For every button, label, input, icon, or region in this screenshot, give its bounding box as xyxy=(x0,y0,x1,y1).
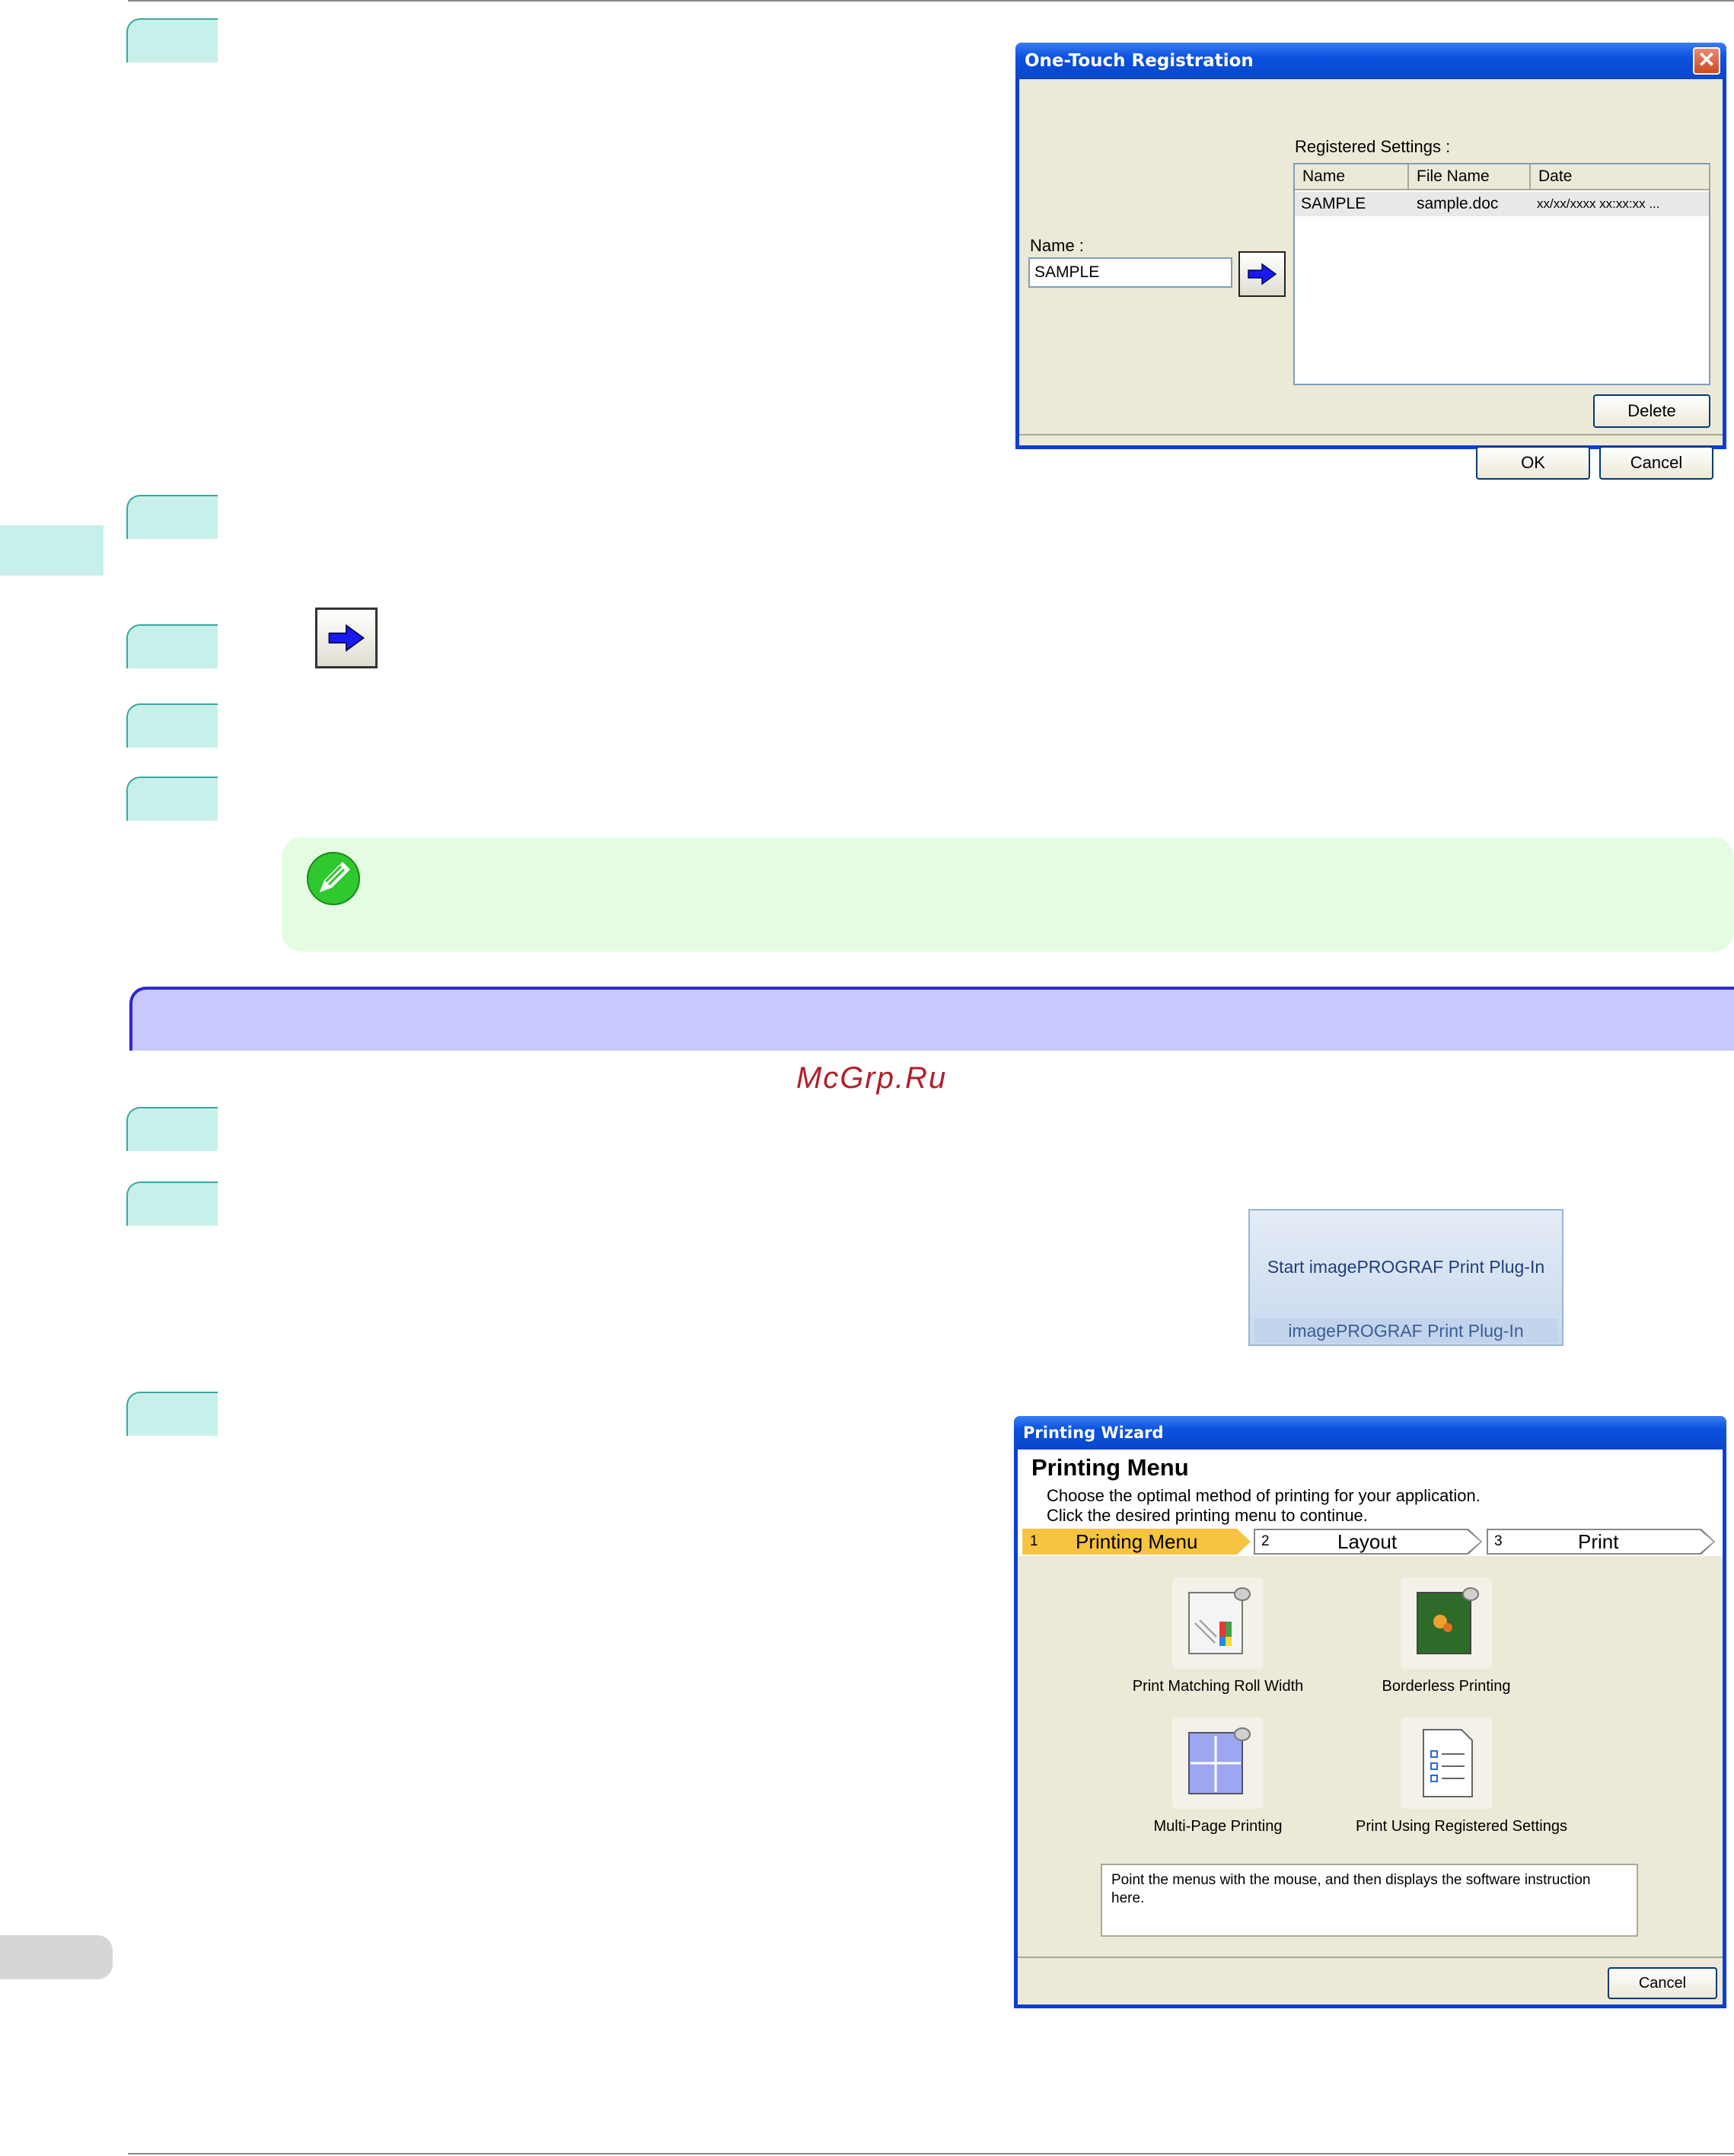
print-using-registered-settings-option[interactable] xyxy=(1401,1717,1492,1809)
name-input[interactable]: SAMPLE xyxy=(1028,257,1232,288)
close-icon[interactable]: ✕ xyxy=(1693,47,1720,75)
wizard-step-2-fill xyxy=(1255,1530,1481,1553)
wizard-step-2-number: 2 xyxy=(1261,1533,1270,1549)
side-tab-marker xyxy=(0,525,104,576)
column-header-file-name[interactable]: File Name xyxy=(1409,164,1531,190)
start-print-plugin-button[interactable]: Start imagePROGRAF Print Plug-In imagePR… xyxy=(1248,1209,1563,1346)
arrow-right-icon xyxy=(1248,263,1277,285)
wizard-heading: Printing Menu xyxy=(1031,1454,1189,1481)
instruction-text: Point the menus with the mouse, and then… xyxy=(1111,1872,1591,1906)
step-tab-2 xyxy=(126,495,218,539)
wizard-step-1: 1 Printing Menu xyxy=(1022,1529,1251,1555)
print-using-registered-settings-label: Print Using Registered Settings xyxy=(1356,1818,1567,1835)
row-name-cell: SAMPLE xyxy=(1301,195,1366,212)
inline-arrow-button xyxy=(315,608,378,668)
step-tab-5 xyxy=(126,777,218,821)
wizard-step-3: 3 Print xyxy=(1487,1529,1715,1555)
wizard-divider xyxy=(1018,1957,1723,1958)
name-input-value: SAMPLE xyxy=(1034,263,1100,281)
wizard-step-3-label: Print xyxy=(1578,1530,1619,1553)
column-header-date[interactable]: Date xyxy=(1531,164,1710,190)
arrow-right-icon xyxy=(328,624,365,652)
wizard-step-1-label: Printing Menu xyxy=(1076,1530,1198,1553)
table-row[interactable] xyxy=(1295,192,1709,216)
watermark: McGrp.Ru xyxy=(796,1061,948,1095)
ok-button[interactable]: OK xyxy=(1476,446,1590,480)
section-heading-bar xyxy=(129,987,1734,1051)
bottom-rule xyxy=(128,2153,1734,2154)
borderless-roll-icon xyxy=(1417,1587,1479,1654)
wizard-description-2: Click the desired printing menu to conti… xyxy=(1047,1506,1368,1525)
row-date-cell: xx/xx/xxxx xx:xx:xx ... xyxy=(1537,196,1660,211)
dialog-body: Registered Settings : Name : SAMPLE Name… xyxy=(1019,79,1723,480)
multi-page-printing-option[interactable] xyxy=(1172,1717,1264,1809)
wizard-step-3-number: 3 xyxy=(1494,1533,1503,1549)
wizard-step-1-number: 1 xyxy=(1030,1533,1038,1549)
wizard-title: Printing Wizard xyxy=(1014,1416,1726,1450)
step-tab-6 xyxy=(126,1107,218,1151)
print-matching-roll-width-option[interactable] xyxy=(1172,1577,1264,1669)
register-arrow-button[interactable] xyxy=(1238,251,1286,297)
dialog-divider xyxy=(1019,434,1723,435)
printing-wizard-dialog: Printing Wizard Printing Menu Choose the… xyxy=(1014,1416,1726,2008)
side-page-marker xyxy=(0,1935,113,1979)
step-tab-3 xyxy=(126,624,218,668)
borderless-printing-label: Borderless Printing xyxy=(1382,1678,1511,1695)
step-tab-4 xyxy=(126,703,218,748)
registered-settings-list[interactable]: Name File Name Date SAMPLE sample.doc xx… xyxy=(1293,163,1710,385)
name-label: Name : xyxy=(1030,236,1084,255)
step-tab-7 xyxy=(126,1182,218,1226)
plugin-button-label: Start imagePROGRAF Print Plug-In xyxy=(1267,1257,1545,1277)
column-header-name[interactable]: Name xyxy=(1295,164,1409,190)
multipage-roll-icon xyxy=(1188,1727,1251,1794)
registered-settings-label: Registered Settings : xyxy=(1295,137,1451,156)
top-rule xyxy=(128,0,1734,2)
step-tab-8 xyxy=(126,1392,218,1436)
note-box xyxy=(282,837,1734,952)
wizard-step-2-label: Layout xyxy=(1337,1530,1398,1553)
wizard-header: Printing Menu Choose the optimal method … xyxy=(1018,1450,1723,1556)
plugin-group-label: imagePROGRAF Print Plug-In xyxy=(1254,1319,1557,1343)
row-file-cell: sample.doc xyxy=(1417,195,1499,212)
one-touch-registration-dialog: One-Touch Registration ✕ Registered Sett… xyxy=(1015,43,1726,480)
print-matching-roll-width-label: Print Matching Roll Width xyxy=(1132,1678,1304,1695)
pencil-note-icon xyxy=(307,852,360,905)
step-tab-1 xyxy=(126,18,218,62)
roll-paper-icon xyxy=(1188,1587,1251,1654)
cancel-button[interactable]: Cancel xyxy=(1599,446,1713,480)
wizard-step-2: 2 Layout xyxy=(1254,1529,1482,1555)
instruction-text-box: Point the menus with the mouse, and then… xyxy=(1101,1864,1638,1937)
borderless-printing-option[interactable] xyxy=(1401,1577,1492,1669)
multi-page-printing-label: Multi-Page Printing xyxy=(1153,1818,1283,1835)
wizard-cancel-button[interactable]: Cancel xyxy=(1608,1967,1717,1999)
wizard-description-1: Choose the optimal method of printing fo… xyxy=(1047,1486,1481,1505)
settings-list-icon xyxy=(1423,1729,1473,1797)
wizard-step-3-fill xyxy=(1488,1530,1713,1553)
delete-button[interactable]: Delete xyxy=(1593,394,1710,428)
dialog-title: One-Touch Registration xyxy=(1015,43,1726,79)
